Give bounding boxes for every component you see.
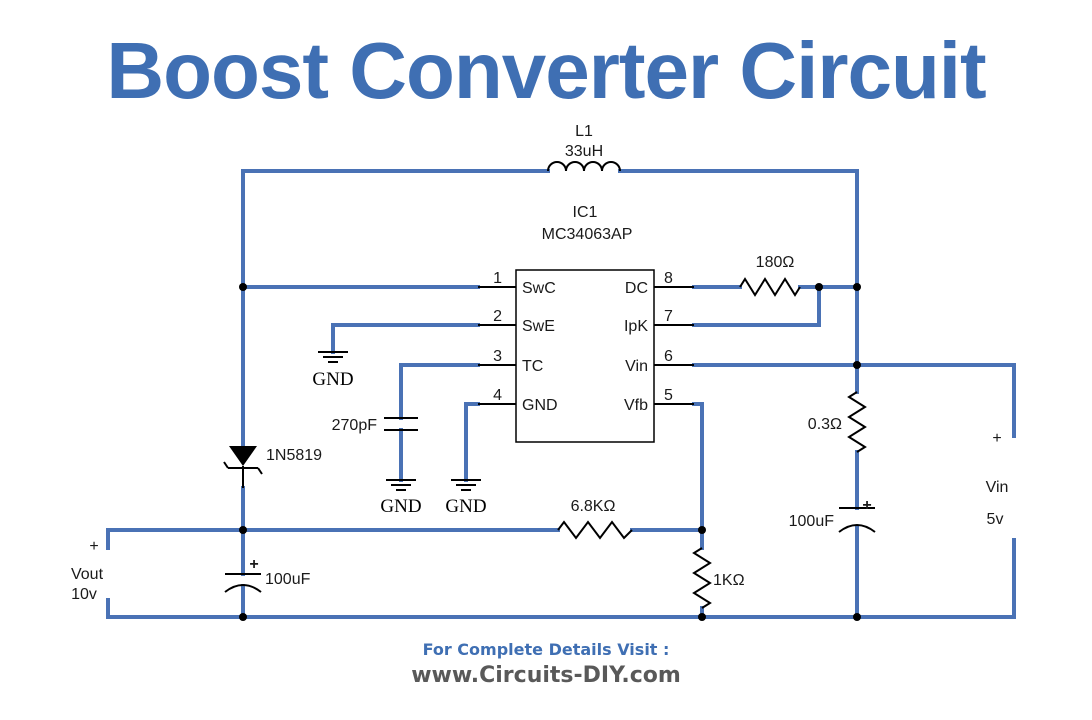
pin-num-2: 2 bbox=[493, 308, 502, 325]
resistor-sense-label: 0.3Ω bbox=[808, 416, 842, 433]
pin-name-ipk: IpK bbox=[624, 318, 648, 335]
footer-caption: For Complete Details Visit : bbox=[422, 640, 670, 659]
resistor-fb-bottom-label: 1KΩ bbox=[713, 572, 745, 589]
ground-label: GND bbox=[312, 369, 353, 390]
resistor-fb-top-label: 6.8KΩ bbox=[571, 498, 616, 515]
capacitor-output-label: 100uF bbox=[265, 571, 311, 588]
resistor-180: 180Ω bbox=[739, 254, 801, 297]
wire-pin4 bbox=[464, 402, 480, 482]
wire-pin7 bbox=[692, 285, 821, 327]
pin-name-gnd: GND bbox=[522, 397, 558, 414]
ground-label: GND bbox=[380, 496, 421, 517]
diode-1n5819: 1N5819 bbox=[223, 446, 322, 488]
pin-name-vfb: Vfb bbox=[624, 397, 648, 414]
pin-num-7: 7 bbox=[664, 308, 673, 325]
ic-ref: IC1 bbox=[573, 204, 598, 221]
ic1-mc34063ap: IC1 MC34063AP 1 2 3 4 SwC SwE TC GND 8 7… bbox=[478, 204, 694, 443]
junction-dot bbox=[239, 526, 247, 534]
wire-pin5 bbox=[692, 402, 704, 550]
vin-plus: + bbox=[992, 430, 1001, 447]
resistor-sense: 0.3Ω bbox=[808, 391, 867, 453]
pin-name-dc: DC bbox=[625, 280, 648, 297]
ground-symbol: GND bbox=[380, 479, 422, 517]
pin-num-6: 6 bbox=[664, 348, 673, 365]
pin-num-1: 1 bbox=[493, 270, 502, 287]
pin-num-5: 5 bbox=[664, 387, 673, 404]
inductor-l1: L1 33uH bbox=[547, 123, 621, 172]
vin-value: 5v bbox=[987, 511, 1004, 528]
capacitor-output-plus: + bbox=[249, 556, 258, 573]
diode-label: 1N5819 bbox=[266, 447, 322, 464]
junction-dot bbox=[853, 613, 861, 621]
input-terminal: + Vin 5v bbox=[986, 430, 1009, 528]
ground-label: GND bbox=[445, 496, 486, 517]
pin-num-3: 3 bbox=[493, 348, 502, 365]
ground-symbol: GND bbox=[312, 351, 354, 390]
capacitor-timing-label: 270pF bbox=[332, 417, 378, 434]
capacitor-input-plus: + bbox=[862, 497, 871, 514]
output-terminal: + Vout 10v bbox=[71, 538, 104, 603]
junction-dot bbox=[239, 283, 247, 291]
vout-name: Vout bbox=[71, 566, 104, 583]
junction-dot bbox=[239, 613, 247, 621]
footer-link[interactable]: www.Circuits-DIY.com bbox=[411, 663, 681, 688]
wire-pin3 bbox=[399, 363, 480, 482]
junction-dot bbox=[853, 283, 861, 291]
wire-pin2 bbox=[331, 323, 480, 354]
pin-name-tc: TC bbox=[522, 358, 543, 375]
pin-name-swc: SwC bbox=[522, 280, 556, 297]
junction-dot bbox=[698, 613, 706, 621]
capacitor-timing: 270pF bbox=[332, 417, 418, 434]
wires bbox=[106, 169, 1016, 619]
vin-name: Vin bbox=[986, 479, 1009, 496]
capacitor-output: + 100uF bbox=[224, 556, 311, 593]
capacitor-input: + 100uF bbox=[789, 497, 876, 533]
capacitor-input-label: 100uF bbox=[789, 513, 835, 530]
junction-dot bbox=[815, 283, 823, 291]
resistor-fb-top: 6.8KΩ bbox=[557, 498, 633, 540]
pin-num-4: 4 bbox=[493, 387, 502, 404]
ic-part: MC34063AP bbox=[542, 226, 633, 243]
resistor-fb-bottom: 1KΩ bbox=[692, 547, 745, 609]
vout-value: 10v bbox=[71, 586, 97, 603]
vout-plus: + bbox=[89, 538, 98, 555]
page-title: Boost Converter Circuit bbox=[106, 26, 986, 115]
inductor-value: 33uH bbox=[565, 143, 603, 160]
junction-dot bbox=[698, 526, 706, 534]
resistor-180-label: 180Ω bbox=[756, 254, 795, 271]
wire-pin6 bbox=[692, 363, 1016, 438]
pin-name-swe: SwE bbox=[522, 318, 555, 335]
ground-symbol: GND bbox=[445, 479, 487, 517]
inductor-ref: L1 bbox=[575, 123, 593, 140]
pin-name-vin: Vin bbox=[625, 358, 648, 375]
junction-dot bbox=[853, 361, 861, 369]
pin-num-8: 8 bbox=[664, 270, 673, 287]
junctions bbox=[239, 283, 861, 621]
